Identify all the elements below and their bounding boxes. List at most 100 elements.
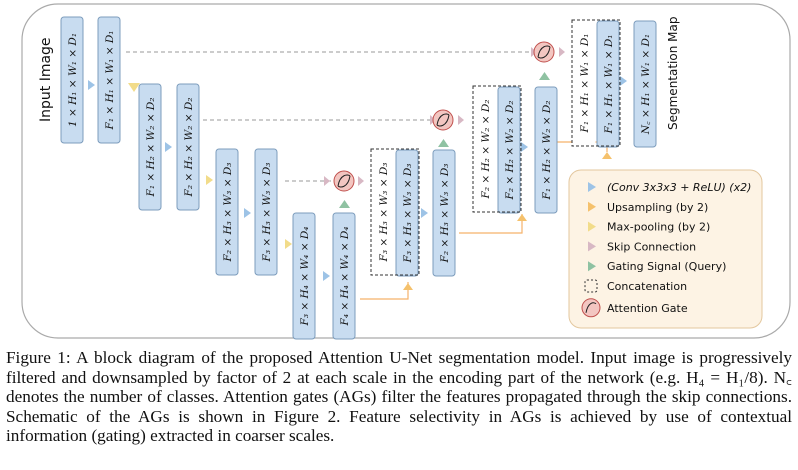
conv-arrow-icon bbox=[323, 271, 330, 281]
feature-map-rect bbox=[534, 86, 558, 214]
feature-map-rect bbox=[97, 16, 121, 144]
feature-map-label: F₂ × H₃ × W₃ × D₃ bbox=[439, 164, 451, 264]
gating-arrow-icon bbox=[339, 200, 350, 208]
conv-arrow-icon bbox=[165, 142, 172, 152]
feature-map-label: F₁ × H₁ × W₁ × D₁ bbox=[104, 31, 116, 131]
legend-item: Skip Connection bbox=[588, 240, 696, 253]
feature-map-block: F₂ × H₃ × W₃ × D₃ bbox=[432, 149, 456, 277]
legend-label: Gating Signal (Query) bbox=[607, 260, 726, 273]
legend-item: Attention Gate bbox=[581, 298, 688, 318]
attention-gate bbox=[432, 109, 454, 131]
feature-map-block: F₁ × H₁ × W₁ × D₁ bbox=[97, 16, 121, 144]
concat-box bbox=[571, 19, 621, 147]
conv-arrow-icon bbox=[421, 208, 428, 218]
conv-arrow-icon bbox=[88, 80, 95, 90]
feature-map-label: F₁ × H₁ × W₁ × D₁ bbox=[579, 34, 591, 134]
maxpool-arrow-icon bbox=[128, 83, 140, 92]
feature-map-rect bbox=[633, 20, 657, 148]
feature-map-block: F₁ × H₁ × W₁ × D₁ bbox=[596, 20, 620, 148]
concat-box bbox=[472, 85, 522, 213]
feature-map-label: 1 × H₁ × W₁ × D₁ bbox=[67, 33, 79, 127]
skip-arrow-icon bbox=[324, 176, 330, 186]
gating-arrow-icon bbox=[539, 72, 550, 80]
feature-map-block: F₂ × H₂ × W₂ × D₂ bbox=[176, 83, 200, 211]
maxpool-arrow-icon bbox=[285, 239, 292, 249]
legend-item: Upsampling (by 2) bbox=[588, 201, 708, 214]
feature-map-label: N꜀ × H₁ × W₁ × D₁ bbox=[640, 34, 652, 135]
feature-map-rect bbox=[254, 148, 278, 276]
legend-arrow-icon bbox=[588, 221, 596, 232]
input-image-label: Input Image bbox=[38, 37, 54, 122]
feature-map-label: F₂ × H₂ × W₂ × D₂ bbox=[183, 98, 195, 198]
upsample-arrow-icon bbox=[403, 283, 413, 290]
legend-attention-gate-icon bbox=[581, 298, 601, 318]
feature-map-rect bbox=[432, 149, 456, 277]
feature-map-blocks: 1 × H₁ × W₁ × D₁ F₁ × H₁ × W₁ × D₁ F₁ × H₂… bbox=[60, 16, 657, 340]
legend-label: Skip Connection bbox=[607, 240, 696, 253]
legend-concat-icon bbox=[584, 279, 598, 293]
legend-item: (Conv 3x3x3 + ReLU) (x2) bbox=[588, 181, 751, 194]
feature-map-label: F₂ × H₂ × W₂ × D₂ bbox=[504, 101, 516, 201]
feature-map-rect bbox=[371, 149, 395, 275]
feature-map-label: F₃ × H₃ × W₃ × D₃ bbox=[402, 164, 414, 264]
feature-map-block: F₂ × H₂ × W₂ × D₂ bbox=[497, 86, 521, 214]
feature-map-label: F₃ × H₄ × W₄ × D₄ bbox=[299, 227, 311, 327]
feature-map-rect bbox=[572, 20, 596, 146]
feature-map-block: F₁ × H₂ × W₂ × D₂ bbox=[138, 83, 162, 211]
feature-map-block: F₃ × H₃ × W₃ × D₃ bbox=[371, 149, 395, 275]
feature-map-rect bbox=[395, 149, 419, 277]
feature-map-block: N꜀ × H₁ × W₁ × D₁ bbox=[633, 20, 657, 148]
feature-map-block: F₄ × H₄ × W₄ × D₄ bbox=[332, 212, 356, 340]
upsample-arrow-icon bbox=[517, 214, 527, 221]
legend-item: Concatenation bbox=[584, 279, 687, 293]
skip-arrow-icon bbox=[559, 47, 565, 57]
legend-label: Upsampling (by 2) bbox=[607, 201, 708, 214]
figure-caption: Figure 1: A block diagram of the propose… bbox=[6, 348, 792, 446]
legend-item: Gating Signal (Query) bbox=[588, 260, 726, 273]
feature-map-rect bbox=[138, 83, 162, 211]
legend-arrow-icon bbox=[588, 241, 596, 252]
feature-map-label: F₂ × H₂ × W₂ × D₂ bbox=[480, 100, 492, 200]
feature-map-rect bbox=[473, 86, 497, 212]
legend: (Conv 3x3x3 + ReLU) (x2) Upsampling (by 2… bbox=[568, 169, 763, 329]
attention-gate bbox=[533, 41, 555, 63]
legend-arrow-icon bbox=[588, 201, 596, 212]
concat-box bbox=[370, 148, 420, 276]
feature-map-block: F₃ × H₄ × W₄ × D₄ bbox=[292, 212, 316, 340]
legend-label: Attention Gate bbox=[607, 302, 688, 315]
legend-item: Max-pooling (by 2) bbox=[588, 221, 710, 234]
feature-map-rect bbox=[596, 20, 620, 148]
feature-map-block: F₃ × H₃ × W₃ × D₃ bbox=[395, 149, 419, 277]
feature-map-rect bbox=[176, 83, 200, 211]
skip-arrow-icon bbox=[458, 115, 464, 125]
legend-box bbox=[568, 169, 763, 329]
feature-map-rect bbox=[332, 212, 356, 340]
feature-map-label: F₃ × H₃ × W₃ × D₃ bbox=[261, 163, 273, 263]
feature-map-label: F₁ × H₁ × W₁ × D₁ bbox=[603, 35, 615, 135]
feature-map-label: F₃ × H₃ × W₃ × D₃ bbox=[378, 163, 390, 263]
conv-arrow-icon bbox=[620, 76, 627, 86]
attention-unet-diagram: 1 × H₁ × W₁ × D₁ F₁ × H₁ × W₁ × D₁ F₁ × H₂… bbox=[21, 3, 791, 340]
feature-map-rect bbox=[215, 148, 239, 276]
feature-map-label: F₂ × H₃ × W₃ × D₃ bbox=[222, 163, 234, 263]
skip-arrow-icon bbox=[358, 176, 364, 186]
upsample-arrow-icon bbox=[602, 152, 612, 159]
legend-arrow-icon bbox=[588, 261, 596, 272]
feature-map-block: F₂ × H₃ × W₃ × D₃ bbox=[215, 148, 239, 276]
conv-arrow-icon bbox=[521, 142, 528, 152]
conv-arrow-icon bbox=[244, 208, 251, 218]
feature-map-block: F₁ × H₁ × W₁ × D₁ bbox=[572, 20, 596, 146]
skip-connections bbox=[126, 51, 535, 182]
feature-map-label: F₄ × H₄ × W₄ × D₄ bbox=[339, 227, 351, 327]
feature-map-rect bbox=[497, 86, 521, 214]
legend-label: (Conv 3x3x3 + ReLU) (x2) bbox=[607, 181, 751, 194]
feature-map-block: F₂ × H₂ × W₂ × D₂ bbox=[473, 86, 497, 212]
legend-arrow-icon bbox=[588, 182, 596, 192]
feature-map-block: F₁ × H₂ × W₂ × D₂ bbox=[534, 86, 558, 214]
feature-map-block: 1 × H₁ × W₁ × D₁ bbox=[60, 16, 84, 144]
feature-map-block: F₃ × H₃ × W₃ × D₃ bbox=[254, 148, 278, 276]
feature-map-label: F₁ × H₂ × W₂ × D₂ bbox=[145, 98, 157, 198]
feature-map-rect bbox=[60, 16, 84, 144]
legend-label: Max-pooling (by 2) bbox=[607, 221, 710, 234]
attention-gate bbox=[333, 170, 355, 192]
